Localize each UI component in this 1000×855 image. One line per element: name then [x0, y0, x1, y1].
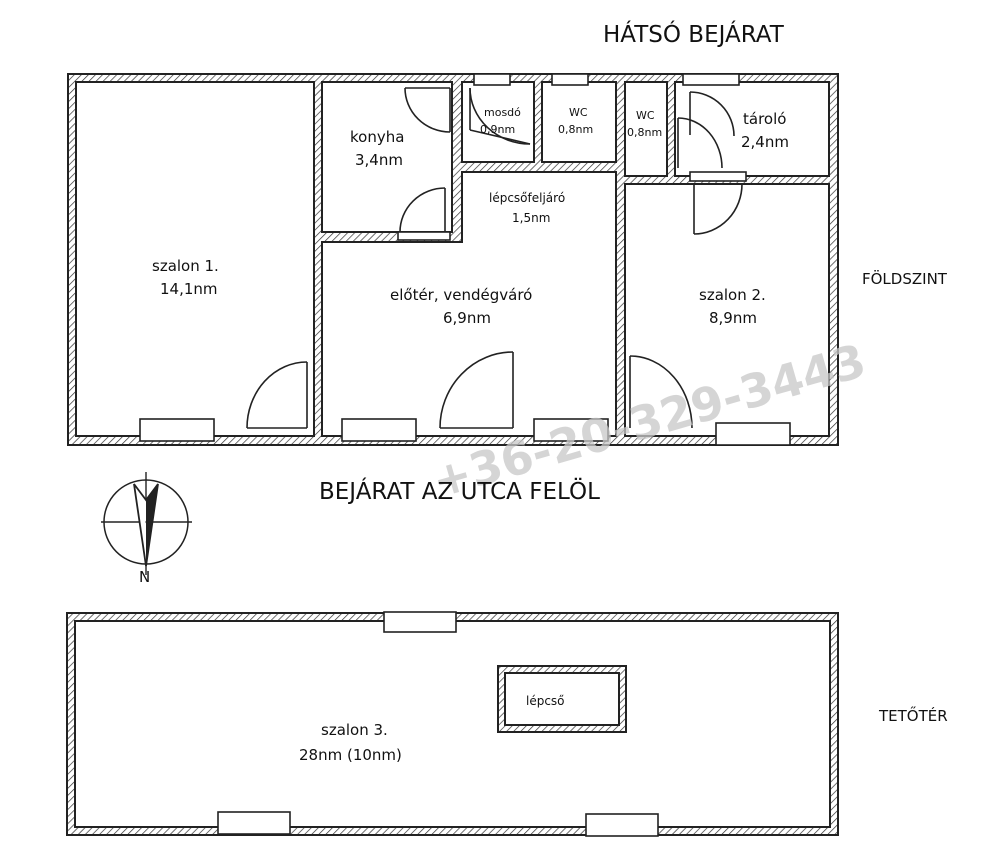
- lepcsofeljaro-name: lépcsőfeljáró: [489, 191, 565, 205]
- wc1-area: 0,8nm: [558, 123, 593, 136]
- compass-icon: [101, 472, 192, 575]
- window: [217, 811, 291, 835]
- szalon2-area: 8,9nm: [709, 309, 757, 327]
- mosdo-floor: [461, 81, 535, 163]
- door: [693, 183, 743, 235]
- szalon1-name: szalon 1.: [152, 257, 219, 275]
- door: [399, 187, 446, 233]
- door: [439, 351, 514, 429]
- door: [677, 91, 735, 169]
- street-entrance-heading: BEJÁRAT AZ UTCA FELÖL: [319, 477, 600, 505]
- szalon1-area: 14,1nm: [160, 280, 218, 298]
- eloter-area: 6,9nm: [443, 309, 491, 327]
- tarolo-floor: [674, 81, 830, 177]
- window: [689, 171, 747, 182]
- attic-label: TETŐTÉR: [878, 705, 948, 725]
- lepcso-name: lépcső: [526, 694, 565, 708]
- stairwell-floor: [504, 672, 620, 726]
- window: [682, 73, 740, 86]
- szalon3-area: 28nm (10nm): [299, 746, 402, 764]
- eloter-name: előtér, vendégváró: [390, 286, 532, 304]
- konyha-area: 3,4nm: [355, 151, 403, 169]
- door: [404, 87, 451, 133]
- eloter-floor: [321, 241, 617, 437]
- szalon1-floor: [75, 81, 315, 437]
- door: [246, 361, 308, 429]
- door: [629, 355, 693, 429]
- lepcsofeljaro-floor: [461, 171, 617, 243]
- wc1-name: WC: [569, 106, 588, 119]
- konyha-floor: [321, 81, 453, 233]
- wc1-floor: [541, 81, 617, 163]
- window: [139, 418, 215, 442]
- lepcsofeljaro-area: 1,5nm: [512, 211, 550, 225]
- mosdo-name: mosdó: [484, 106, 521, 119]
- window: [585, 813, 659, 837]
- konyha-name: konyha: [350, 128, 404, 146]
- szalon2-name: szalon 2.: [699, 286, 766, 304]
- compass-north-label: N: [139, 568, 150, 586]
- ground-floor-plan: [67, 73, 839, 446]
- attic-floor-plan: [66, 611, 839, 837]
- tarolo-area: 2,4nm: [741, 133, 789, 151]
- window: [383, 611, 457, 633]
- window: [341, 418, 417, 442]
- window: [551, 73, 589, 86]
- ground-floor-label: FÖLDSZINT: [862, 269, 948, 288]
- window: [715, 422, 791, 446]
- szalon3-floor: [74, 620, 831, 828]
- szalon2-floor: [624, 183, 830, 437]
- mosdo-area: 0,9nm: [480, 123, 515, 136]
- szalon3-name: szalon 3.: [321, 721, 388, 739]
- window: [533, 418, 609, 442]
- wc2-name: WC: [636, 109, 655, 122]
- back-entrance-heading: HÁTSÓ BEJÁRAT: [603, 20, 785, 48]
- window: [473, 73, 511, 86]
- tarolo-name: tároló: [743, 110, 786, 128]
- wc2-floor: [624, 81, 668, 177]
- door: [469, 87, 531, 145]
- wc2-area: 0,8nm: [627, 126, 662, 139]
- window: [397, 231, 451, 241]
